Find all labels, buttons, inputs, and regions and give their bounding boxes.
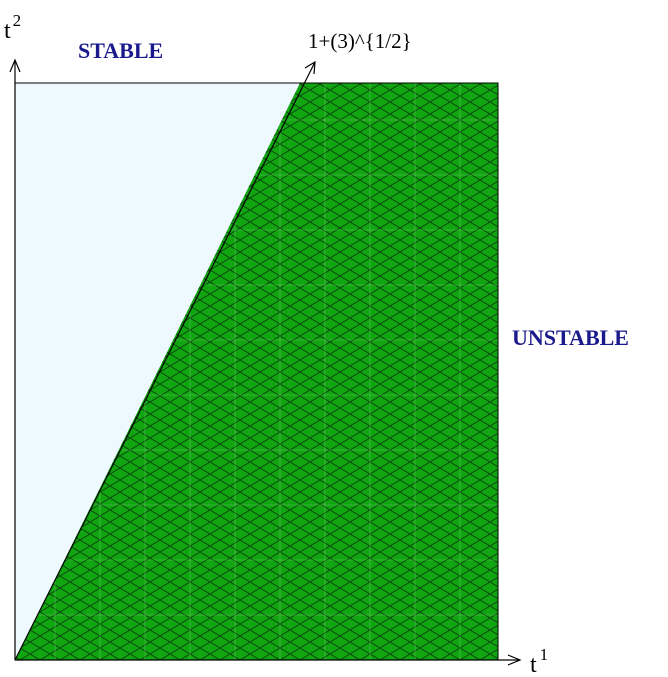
stability-boundary-line	[14, 61, 316, 661]
x-axis-arrowhead	[507, 654, 522, 666]
y-axis-label-base: t	[4, 18, 11, 44]
boundary-label: 1+(3)^{1/2}	[308, 29, 412, 53]
x-axis-label-sup: 1	[540, 645, 549, 664]
y-axis-label-sup: 2	[13, 11, 22, 30]
boundary-arrowhead	[304, 60, 316, 75]
unstable-region	[15, 83, 498, 660]
y-axis-arrowhead	[9, 58, 21, 73]
x-axis-label-base: t	[530, 652, 537, 677]
unstable-region-label: UNSTABLE	[512, 325, 629, 350]
stable-region-label: STABLE	[78, 38, 163, 63]
